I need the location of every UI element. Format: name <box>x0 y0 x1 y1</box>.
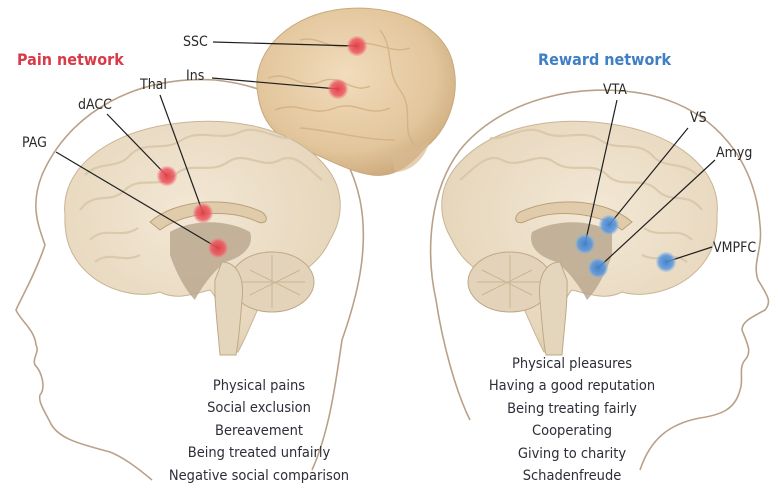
right-head-outline <box>429 89 770 471</box>
amyg-leader-line <box>597 159 716 269</box>
pain-item: Bereavement <box>215 422 303 439</box>
pain-item: Negative social comparison <box>168 467 350 484</box>
vs-dot <box>599 215 619 235</box>
amyg-dot <box>588 258 608 278</box>
pain-item: Physical pains <box>212 378 306 394</box>
vs-leader-line <box>608 127 689 226</box>
label-vta: VTA <box>603 82 627 98</box>
pain-item: Being treated unfairly <box>187 445 331 462</box>
pain-item: Social exclusion <box>207 400 311 417</box>
label-dacc: dACC <box>78 97 112 113</box>
reward-item: Having a good reputation <box>488 378 656 395</box>
thal-leader-line <box>159 94 204 214</box>
pain-triggers-list: Physical pains Social exclusion Bereavem… <box>150 375 368 487</box>
reward-item: Physical pleasures <box>511 356 633 372</box>
label-amyg: Amyg <box>716 145 753 161</box>
pag-dot <box>208 238 228 258</box>
label-thal: Thal <box>140 77 167 93</box>
pain-network-title: Pain network <box>17 50 124 69</box>
vta-dot <box>575 234 595 254</box>
label-vs: VS <box>690 110 707 126</box>
vmpfc-dot <box>656 252 676 272</box>
dacc-leader-line <box>106 113 168 177</box>
left-head-outline <box>15 78 365 481</box>
ssc-leader-line <box>212 41 358 47</box>
reward-triggers-list: Physical pleasures Having a good reputat… <box>462 353 682 487</box>
vta-leader-line <box>584 99 618 245</box>
label-ins: Ins <box>186 68 205 84</box>
thal-dot <box>193 203 213 223</box>
reward-item: Being treating fairly <box>507 400 637 417</box>
reward-item: Giving to charity <box>517 445 627 462</box>
ins-dot <box>328 79 348 99</box>
label-pag: PAG <box>22 135 47 151</box>
dacc-dot <box>157 166 177 186</box>
ssc-dot <box>347 36 367 56</box>
left-medial-brain <box>64 120 341 356</box>
pag-leader-line <box>55 151 219 249</box>
label-ssc: SSC <box>183 34 208 50</box>
reward-item: Cooperating <box>531 423 613 440</box>
reward-item: Schadenfreude <box>522 468 622 485</box>
ins-leader-line <box>211 77 339 90</box>
label-vmpfc: VMPFC <box>713 240 757 256</box>
reward-network-title: Reward network <box>538 50 672 69</box>
